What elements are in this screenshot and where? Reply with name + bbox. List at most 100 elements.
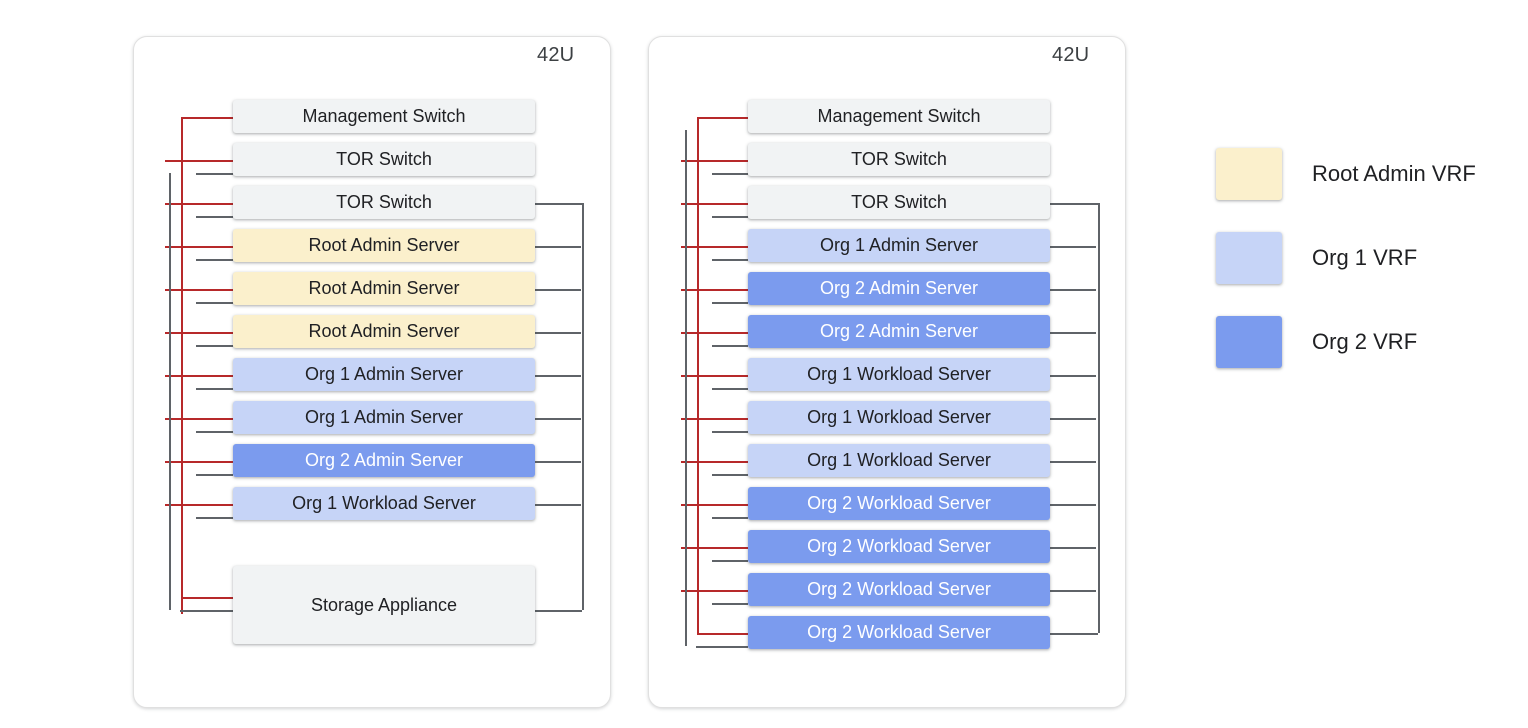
power-wire [681, 418, 748, 420]
device-row: Org 2 Workload Server [748, 616, 1050, 649]
uplink-wire [1050, 590, 1096, 592]
network-wire [196, 173, 233, 175]
network-wire [696, 646, 748, 648]
device-row: Management Switch [748, 100, 1050, 133]
uplink-wire [535, 332, 581, 334]
uplink-wire [1050, 332, 1096, 334]
uplink-wire [535, 418, 581, 420]
network-wire [712, 474, 748, 476]
device-row: Org 1 Workload Server [748, 401, 1050, 434]
power-wire [165, 289, 233, 291]
network-wire [712, 302, 748, 304]
device-row: Org 1 Workload Server [748, 444, 1050, 477]
rack-2-capacity-label: 42U [1052, 44, 1090, 66]
uplink-wire [535, 610, 582, 612]
legend-label: Root Admin VRF [1312, 161, 1476, 186]
power-wire [181, 117, 233, 119]
power-wire [165, 504, 233, 506]
network-wire [196, 259, 233, 261]
power-wire [681, 203, 748, 205]
power-wire [681, 375, 748, 377]
network-wire [180, 610, 233, 612]
network-wire [712, 388, 748, 390]
uplink-wire [1050, 203, 1098, 205]
device-row: Org 1 Workload Server [748, 358, 1050, 391]
device-row: Org 2 Workload Server [748, 573, 1050, 606]
legend-item: Root Admin VRF [1216, 145, 1506, 203]
uplink-trunk-vertical [1098, 203, 1100, 633]
network-wire [712, 173, 748, 175]
power-wire [681, 332, 748, 334]
uplink-wire [1050, 547, 1096, 549]
device-row: TOR Switch [748, 186, 1050, 219]
uplink-wire [1050, 375, 1096, 377]
power-wire [697, 117, 748, 119]
device-row: Org 1 Workload Server [233, 487, 535, 520]
network-wire [196, 517, 233, 519]
network-bus-vertical [169, 173, 171, 610]
network-bus-vertical [685, 130, 687, 646]
uplink-wire [535, 461, 581, 463]
power-wire [681, 461, 748, 463]
power-wire [681, 504, 748, 506]
power-wire [681, 160, 748, 162]
power-wire [681, 590, 748, 592]
uplink-trunk-vertical [582, 203, 584, 610]
power-wire [165, 160, 233, 162]
network-wire [196, 302, 233, 304]
power-wire [165, 246, 233, 248]
legend-item: Org 1 VRF [1216, 229, 1506, 287]
network-wire [712, 345, 748, 347]
uplink-wire [1050, 504, 1096, 506]
device-row: Org 2 Admin Server [748, 315, 1050, 348]
network-wire [712, 517, 748, 519]
legend-label: Org 2 VRF [1312, 329, 1418, 354]
device-row: Org 2 Admin Server [748, 272, 1050, 305]
uplink-wire [535, 289, 581, 291]
power-wire [165, 375, 233, 377]
power-wire [165, 332, 233, 334]
device-row: Root Admin Server [233, 272, 535, 305]
legend-item: Org 2 VRF [1216, 313, 1506, 371]
uplink-wire [1050, 418, 1096, 420]
device-row: TOR Switch [233, 143, 535, 176]
device-row: Storage Appliance [233, 566, 535, 644]
power-wire [165, 461, 233, 463]
network-wire [196, 345, 233, 347]
device-row: TOR Switch [748, 143, 1050, 176]
network-wire [196, 216, 233, 218]
device-row: Org 2 Admin Server [233, 444, 535, 477]
legend-swatch-2 [1216, 232, 1282, 284]
uplink-wire [1050, 246, 1096, 248]
power-wire [165, 203, 233, 205]
network-wire [712, 259, 748, 261]
network-wire [712, 216, 748, 218]
network-wire [196, 388, 233, 390]
vrf-legend: Root Admin VRF Org 1 VRF Org 2 VRF [1216, 145, 1506, 397]
device-row: TOR Switch [233, 186, 535, 219]
network-wire [712, 560, 748, 562]
device-row: Management Switch [233, 100, 535, 133]
device-row: Root Admin Server [233, 229, 535, 262]
legend-swatch-3 [1216, 316, 1282, 368]
network-wire [712, 431, 748, 433]
power-wire [681, 289, 748, 291]
rack-1-capacity-label: 42U [537, 44, 575, 66]
power-wire [165, 418, 233, 420]
power-wire [697, 633, 748, 635]
device-row: Org 2 Workload Server [748, 487, 1050, 520]
device-row: Org 1 Admin Server [748, 229, 1050, 262]
uplink-wire [1050, 289, 1096, 291]
device-row: Org 2 Workload Server [748, 530, 1050, 563]
device-row: Org 1 Admin Server [233, 358, 535, 391]
uplink-wire [1050, 633, 1098, 635]
network-wire [196, 431, 233, 433]
power-wire [181, 597, 233, 599]
device-row: Org 1 Admin Server [233, 401, 535, 434]
network-wire [712, 603, 748, 605]
legend-label: Org 1 VRF [1312, 245, 1418, 270]
uplink-wire [1050, 461, 1096, 463]
uplink-wire [535, 375, 581, 377]
power-wire [681, 246, 748, 248]
power-wire [681, 547, 748, 549]
